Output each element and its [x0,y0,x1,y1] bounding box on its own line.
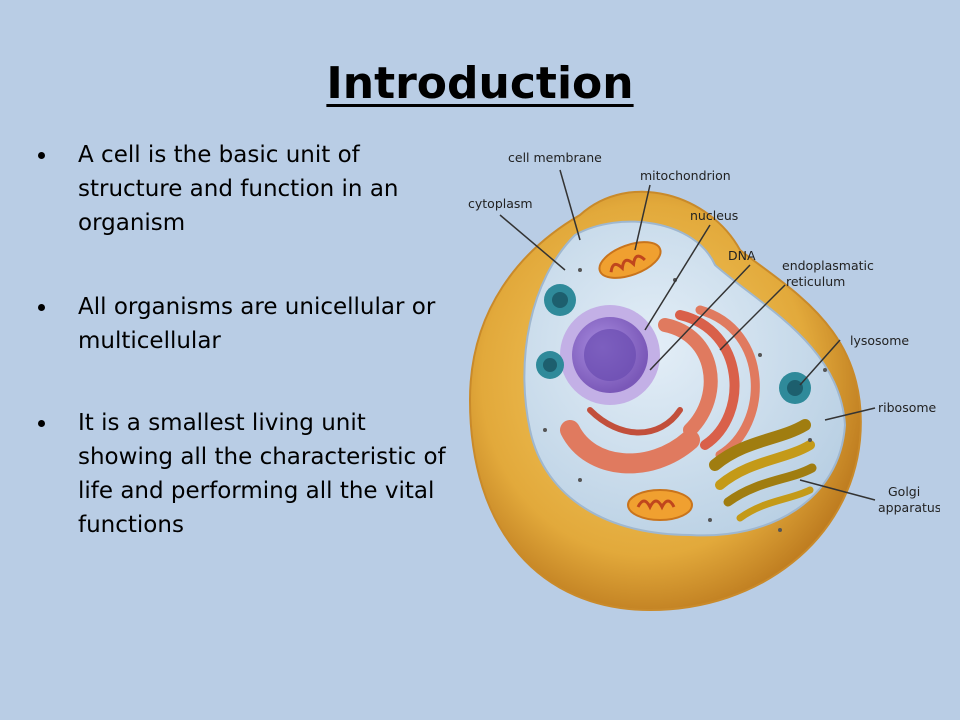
bullet-dot-icon [38,152,45,159]
endoplasmic-reticulum-shape [560,305,760,474]
label-golgi-line1: Golgi [888,484,920,499]
slide-title: Introduction [326,58,634,109]
bullet-item: It is a smallest living unit showing all… [38,406,468,542]
leader-lines [499,169,876,501]
label-cell-membrane: cell membrane [508,150,602,165]
label-er-line2: reticulum [786,274,845,289]
lysosome-shape [536,284,811,404]
label-dna: DNA [728,248,756,263]
bullet-item: A cell is the basic unit of structure an… [38,138,468,240]
golgi-apparatus-shape [709,419,817,522]
label-er-line1: endoplasmatic [782,258,874,273]
mitochondrion-shape [627,489,693,521]
bullet-dot-icon [38,304,45,311]
label-lysosome: lysosome [850,333,909,348]
bullet-list: A cell is the basic unit of structure an… [38,138,468,580]
label-cytoplasm: cytoplasm [468,196,533,211]
animal-cell-diagram: cell membrane mitochondrion cytoplasm nu… [468,150,940,612]
bullet-dot-icon [38,420,45,427]
ribosome-dots [543,268,827,532]
label-golgi-line2: apparatus [878,500,940,515]
label-nucleus: nucleus [690,208,738,223]
mitochondrion-shape [598,241,662,279]
label-mitochondrion: mitochondrion [640,168,731,183]
nucleus-shape [560,305,660,405]
label-ribosome: ribosome [878,400,937,415]
bullet-item: All organisms are unicellular or multice… [38,290,468,358]
